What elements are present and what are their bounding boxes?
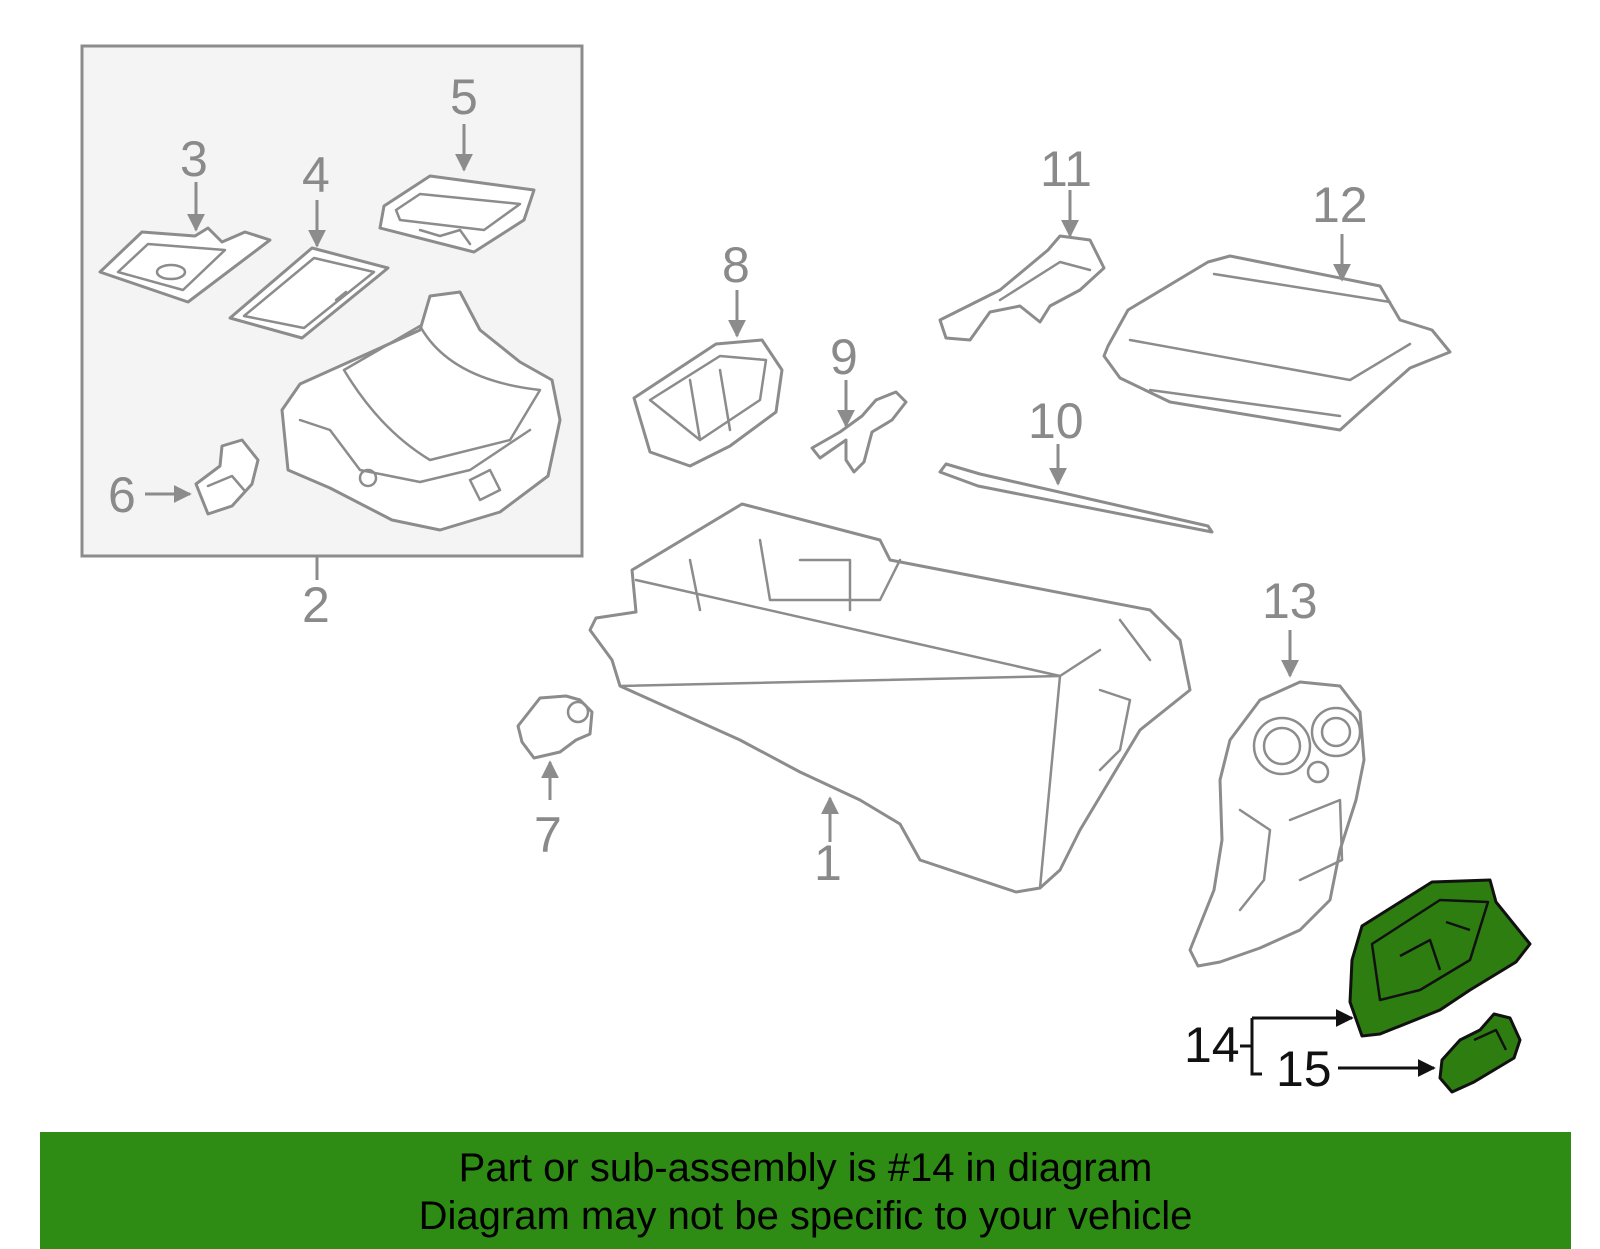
banner-line-2: Diagram may not be specific to your vehi…	[418, 1194, 1193, 1238]
part-4-tray[interactable]	[228, 246, 390, 340]
callout-3: 3	[180, 131, 208, 187]
callout-11: 11	[1040, 141, 1092, 197]
part-1-console[interactable]	[588, 502, 1192, 894]
callout-5: 5	[450, 69, 478, 125]
part-cupholder-frame[interactable]	[280, 290, 562, 532]
callout-14: 14	[1184, 1017, 1240, 1073]
callout-2: 2	[302, 577, 330, 633]
part-13-vent-trim[interactable]	[1188, 680, 1366, 968]
callout-12: 12	[1312, 177, 1368, 233]
part-8-cupholder[interactable]	[632, 338, 784, 468]
part-3-mat[interactable]	[98, 226, 272, 304]
part-6-switch[interactable]	[194, 438, 260, 516]
part-7-plug[interactable]	[516, 694, 594, 760]
callout-7: 7	[534, 807, 562, 863]
callout-9: 9	[830, 329, 858, 385]
callout-1: 1	[814, 835, 842, 891]
callout-8: 8	[722, 237, 750, 293]
callout-15: 15	[1276, 1041, 1332, 1097]
callout-bracket-14	[1240, 1018, 1262, 1076]
callout-4: 4	[302, 147, 330, 203]
info-banner: Part or sub-assembly is #14 in diagram D…	[40, 1132, 1571, 1249]
part-10-rod[interactable]	[938, 462, 1214, 534]
part-11-bracket[interactable]	[938, 234, 1106, 342]
part-12-armrest[interactable]	[1102, 254, 1452, 432]
part-14-assembly-highlighted[interactable]	[1348, 878, 1532, 1038]
callout-10: 10	[1028, 393, 1084, 449]
part-15-switch-highlighted[interactable]	[1438, 1012, 1522, 1094]
callout-13: 13	[1262, 573, 1318, 629]
callout-6: 6	[108, 467, 136, 523]
banner-line-1: Part or sub-assembly is #14 in diagram	[458, 1146, 1153, 1190]
part-9-clip[interactable]	[810, 390, 908, 474]
part-5-bin[interactable]	[378, 174, 536, 254]
